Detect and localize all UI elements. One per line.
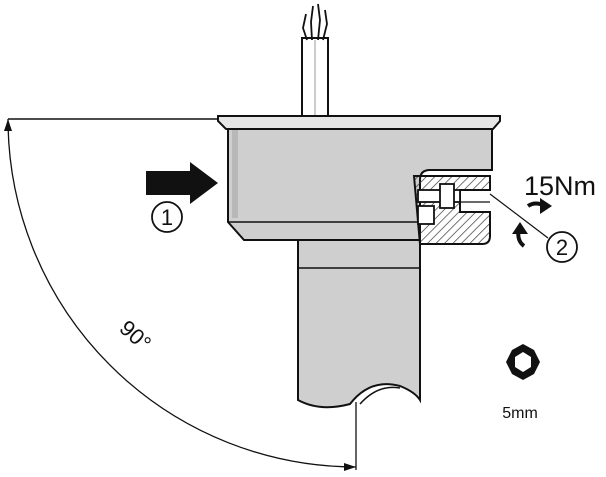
- rotate-clockwise-icon: [512, 198, 552, 248]
- step-2-label: 2: [556, 235, 568, 260]
- housing-lid: [217, 115, 501, 130]
- step-1-marker: 1: [151, 201, 183, 233]
- torque-value: 15Nm: [524, 171, 596, 201]
- rotation-angle-arc: [4, 118, 357, 471]
- sensor-shaft: [297, 237, 421, 409]
- arrow-right-icon: [146, 162, 218, 204]
- step-2-marker: 2: [546, 231, 578, 263]
- clamp-section: [412, 175, 549, 245]
- hex-size-label: 5mm: [502, 405, 538, 422]
- cable: [301, 3, 329, 119]
- angle-label: 90°: [115, 315, 156, 356]
- step-1-label: 1: [161, 205, 173, 230]
- sensor-housing: [227, 123, 493, 241]
- hex-key-icon: [506, 344, 540, 380]
